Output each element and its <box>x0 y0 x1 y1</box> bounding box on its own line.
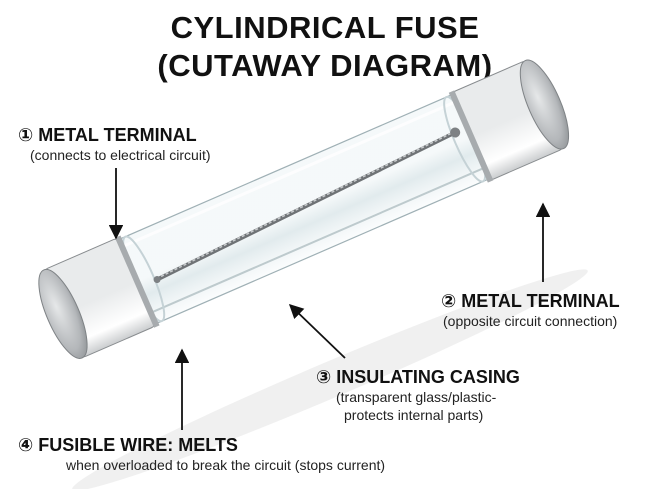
arrow-casing <box>288 304 346 359</box>
label-description: when overloaded to break the circuit (st… <box>66 457 386 473</box>
label-metal-terminal-1: ① METAL TERMINAL (connects to electrical… <box>18 124 211 164</box>
diagram-subtitle: (CUTAWAY DIAGRAM) <box>157 48 493 83</box>
label-insulating-casing: ③ INSULATING CASING (transparent glass/p… <box>316 366 520 424</box>
diagram-title: CYLINDRICAL FUSE <box>170 10 480 45</box>
label-heading: ② METAL TERMINAL <box>441 291 620 311</box>
right-metal-terminal <box>448 59 570 183</box>
label-description: protects internal parts) <box>344 407 484 423</box>
label-heading: ① METAL TERMINAL <box>18 125 197 145</box>
label-heading: ③ INSULATING CASING <box>316 367 520 387</box>
label-fusible-wire: ④ FUSIBLE WIRE: MELTS when overloaded to… <box>18 434 385 474</box>
label-description: (connects to electrical circuit) <box>30 147 211 163</box>
label-description: (opposite circuit connection) <box>443 313 618 329</box>
label-metal-terminal-2: ② METAL TERMINAL (opposite circuit conne… <box>441 290 620 330</box>
left-metal-terminal <box>38 235 160 359</box>
fusible-wire <box>153 127 461 284</box>
label-description: (transparent glass/plastic- <box>336 389 497 405</box>
shadow <box>72 269 588 489</box>
label-heading: ④ FUSIBLE WIRE: MELTS <box>18 435 238 455</box>
